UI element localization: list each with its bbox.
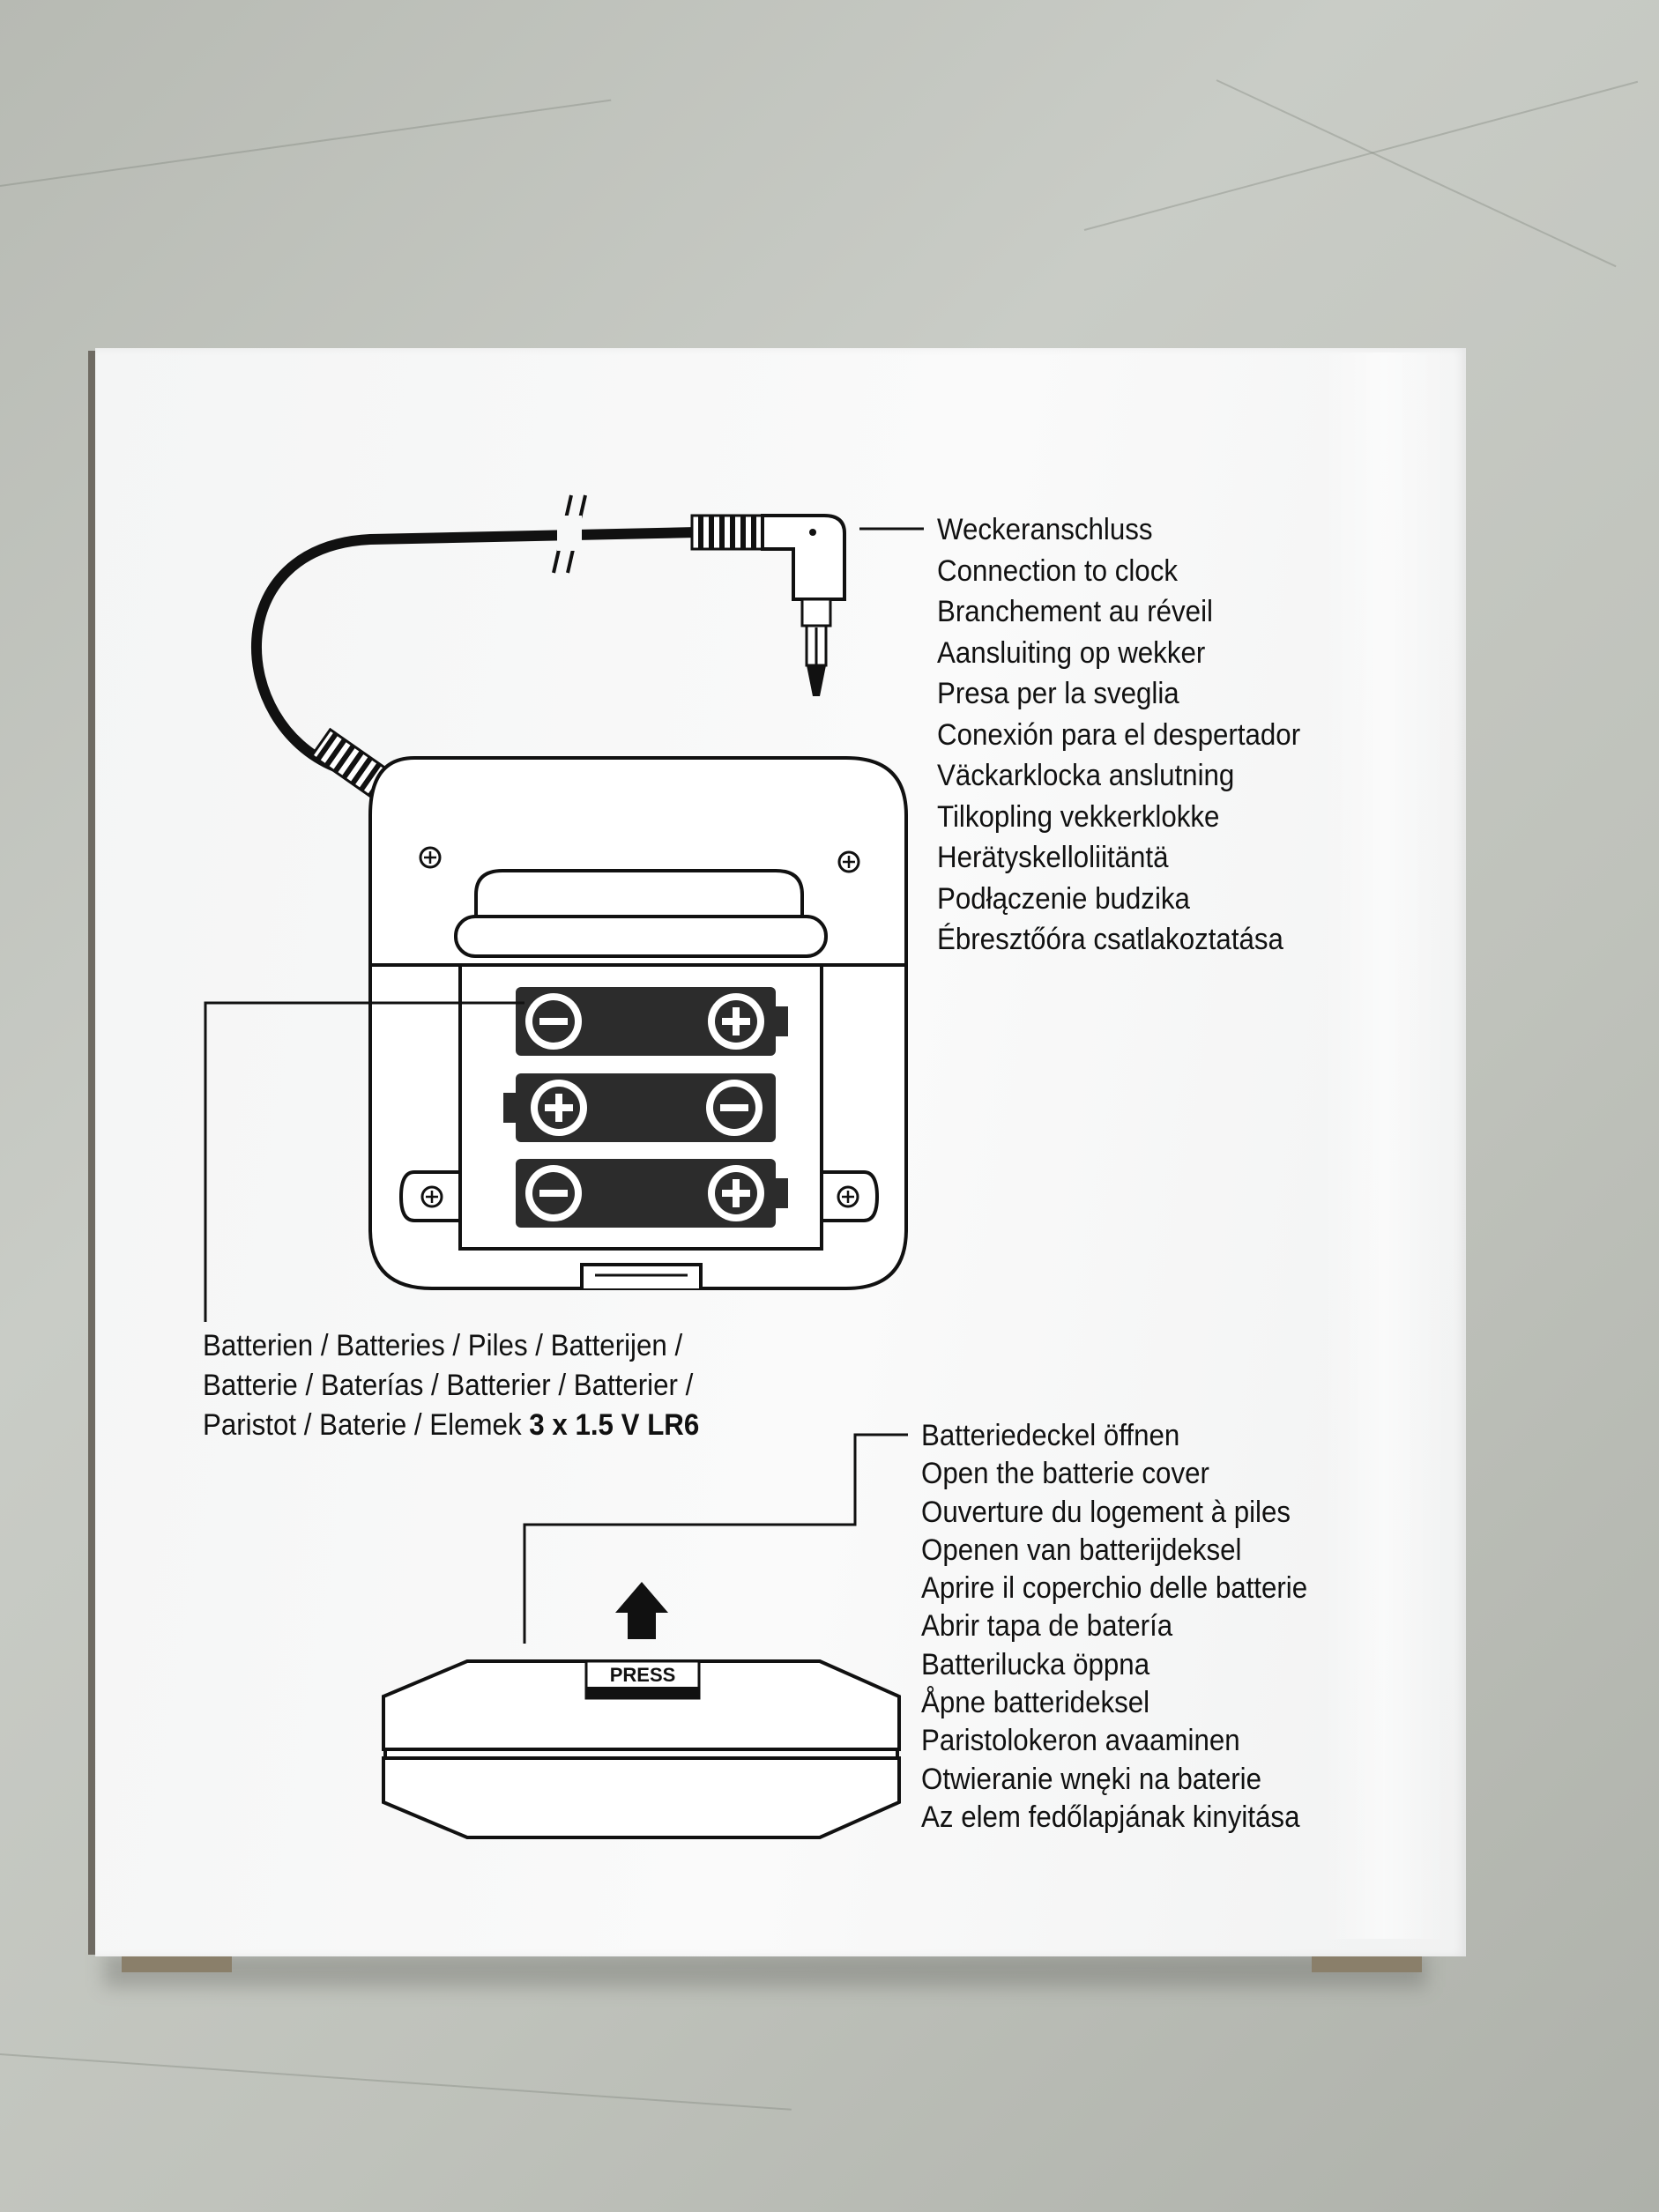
cover-label: Openen van batterijdeksel	[921, 1533, 1242, 1567]
cover-label: Az elem fedőlapjának kinyitása	[921, 1800, 1300, 1834]
clock-label: Branchement au réveil	[937, 595, 1213, 628]
cover-label: Ouverture du logement à piles	[921, 1495, 1291, 1529]
up-arrow-icon	[615, 1582, 668, 1639]
minus-icon	[720, 1104, 748, 1111]
clock-label: Connection to clock	[937, 553, 1178, 588]
clock-label: Ébresztőóra csatlakoztatása	[937, 923, 1283, 956]
battery-caption-line: Paristot / Baterie / Elemek	[203, 1408, 530, 1442]
battery-caption: Batterien / Batteries / Piles / Batterij…	[203, 1326, 699, 1445]
battery-caption-line: Batterie / Baterías / Batterier / Batter…	[203, 1369, 694, 1402]
cover-label: Open the batterie cover	[921, 1457, 1209, 1491]
clock-label: Podłączenie budzika	[937, 881, 1190, 916]
battery-box-side-view: PRESS	[382, 1659, 901, 1839]
clock-label: Herätyskelloliitäntä	[937, 841, 1169, 874]
panel-gloss	[1322, 353, 1446, 1939]
cover-label: Paristolokeron avaaminen	[921, 1724, 1240, 1758]
battery-spec: 3 x 1.5 V LR6	[529, 1408, 700, 1442]
battery-2	[503, 1073, 776, 1142]
cover-label: Abrir tapa de batería	[921, 1609, 1173, 1644]
cover-label: Åpne batterideksel	[921, 1686, 1150, 1720]
battery-caption-line: Batterien / Batteries / Piles / Batterij…	[203, 1329, 683, 1362]
clock-plug-icon	[690, 514, 846, 696]
cover-labels: Batteriedeckel öffnen Open the batterie …	[921, 1417, 1341, 1837]
clock-label: Weckeranschluss	[937, 513, 1153, 546]
clock-label: Conexión para el despertador	[937, 717, 1301, 752]
cover-label: Batterilucka öppna	[921, 1647, 1150, 1681]
clock-label: Aansluiting op wekker	[937, 635, 1206, 670]
leader-line-cover	[523, 1433, 908, 1644]
clock-label: Väckarklocka anslutning	[937, 759, 1235, 792]
box-shadow	[104, 1952, 1426, 1987]
leader-line-batteries	[204, 1001, 524, 1322]
cover-label: Aprire il coperchio delle batterie	[921, 1571, 1308, 1606]
clock-label: Tilkopling vekkerklokke	[937, 799, 1220, 834]
battery-3	[516, 1159, 788, 1228]
batteries	[503, 987, 788, 1228]
clock-label: Presa per la sveglia	[937, 677, 1179, 710]
minus-icon	[539, 1018, 568, 1025]
press-button-label: PRESS	[610, 1664, 676, 1686]
cable	[250, 527, 702, 772]
cover-label: Otwieranie wnęki na baterie	[921, 1762, 1261, 1796]
minus-icon	[539, 1190, 568, 1197]
cover-label: Batteriedeckel öffnen	[921, 1419, 1180, 1452]
cable-break-gap	[557, 516, 582, 551]
battery-1	[516, 987, 788, 1056]
clock-connection-labels: Weckeranschluss Connection to clock Bran…	[937, 509, 1332, 961]
